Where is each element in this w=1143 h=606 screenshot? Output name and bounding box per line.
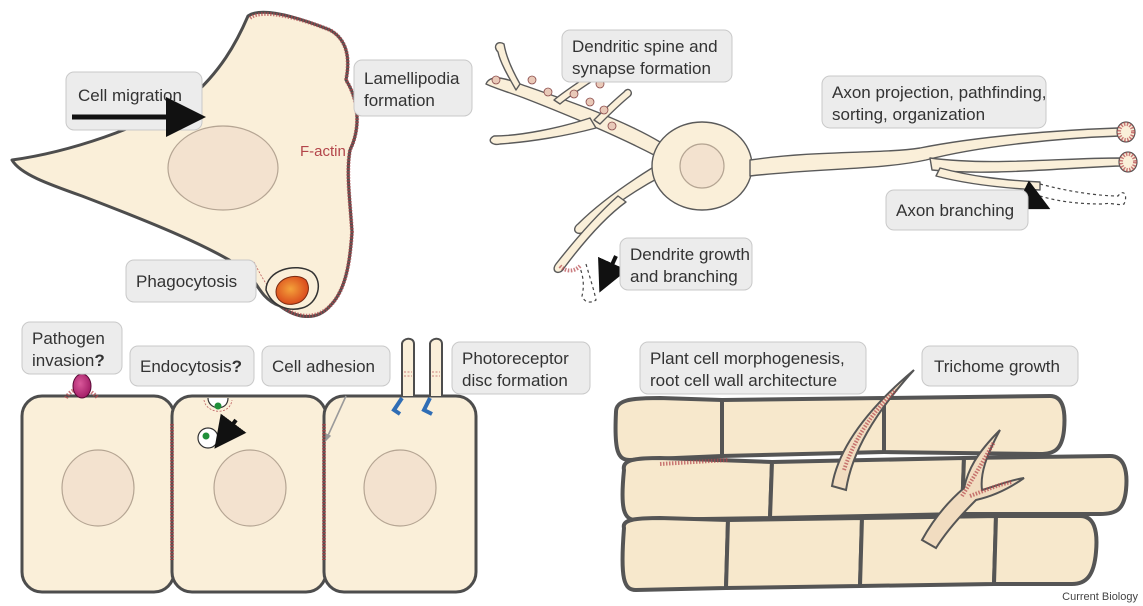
axon-projection-label-1: Axon projection, pathfinding,	[832, 83, 1047, 102]
pathogen-label-2: invasion	[32, 351, 94, 370]
f-actin-label: F-actin	[300, 143, 346, 160]
cell-migration-label: Cell migration	[78, 86, 182, 105]
dendrite-growth-label-2: and branching	[630, 267, 738, 286]
pathogen	[73, 374, 91, 398]
endocytic-cargo	[215, 403, 222, 410]
lamellipodia-label-1: Lamellipodia	[364, 69, 460, 88]
axon-projection-label-2: sorting, organization	[832, 105, 985, 124]
cell-adhesion-label: Cell adhesion	[272, 357, 375, 376]
endocytosis-question-mark: ?	[232, 357, 242, 376]
photoreceptor-label-2: disc formation	[462, 371, 568, 390]
photoreceptor-label-1: Photoreceptor	[462, 349, 569, 368]
pathogen-label-2-line: invasion?	[32, 351, 105, 370]
plant-label-2: root cell wall architecture	[650, 371, 837, 390]
dendritic-label-2: synapse formation	[572, 59, 711, 78]
cell-nucleus	[168, 126, 278, 210]
dendrite-growth-label-1: Dendrite growth	[630, 245, 750, 264]
axon-branch-extension	[1040, 184, 1126, 205]
dendrite-extension	[580, 264, 596, 302]
pathogen-question-mark: ?	[94, 351, 104, 370]
plant-label-1: Plant cell morphogenesis,	[650, 349, 845, 368]
phagocytosis-label: Phagocytosis	[136, 272, 237, 291]
dendritic-label-1: Dendritic spine and	[572, 37, 718, 56]
neuron-nucleus	[680, 144, 724, 188]
journal-credit: Current Biology	[1062, 591, 1138, 603]
dendrite-growth-arrow	[606, 256, 616, 278]
lamellipodia-label-2: formation	[364, 91, 435, 110]
trichome-label: Trichome growth	[934, 357, 1060, 376]
endocytosis-label-line: Endocytosis?	[140, 357, 242, 376]
pathogen-label-1: Pathogen	[32, 329, 105, 348]
plant-tissue	[616, 370, 1127, 590]
endocytosis-label: Endocytosis	[140, 357, 232, 376]
axon-branching-label: Axon branching	[896, 201, 1014, 220]
